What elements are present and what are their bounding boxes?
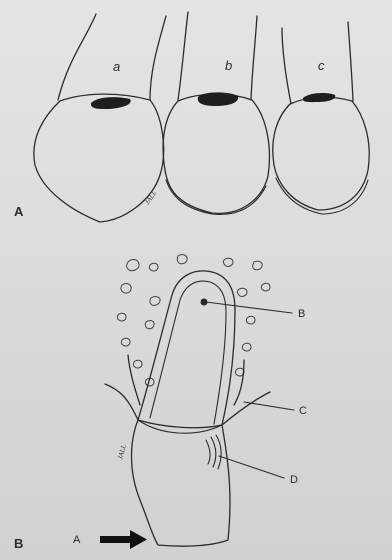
- panel-a: a b c JALL A: [14, 12, 369, 222]
- tooth-a-pulp-mark: [91, 97, 131, 109]
- tooth-a-root-right: [150, 16, 166, 100]
- callout-c-label: C: [299, 405, 307, 417]
- tooth-b-root-right: [251, 16, 257, 100]
- panel-b: B C D JALL A B: [14, 255, 307, 551]
- tooth-root-outline: [138, 271, 235, 425]
- tooth-b-edge: [166, 180, 266, 214]
- panel-b-label: B: [14, 536, 23, 551]
- gingiva-right: [222, 392, 270, 425]
- callout-line-b: [206, 302, 292, 313]
- tooth-b: b: [163, 12, 269, 214]
- arrow-head: [130, 530, 147, 549]
- callout-line-c: [244, 402, 294, 410]
- tooth-c: c: [273, 22, 369, 214]
- pulp-canal-outline: [150, 281, 226, 424]
- striae-lines: [206, 435, 221, 469]
- tooth-b-pulp-mark: [198, 92, 238, 106]
- tooth-c-crown: [273, 97, 369, 210]
- tooth-b-root-left: [178, 12, 188, 100]
- callout-b-label: B: [298, 308, 305, 320]
- tooth-crown-outline: [132, 420, 231, 546]
- tooth-c-root-right: [348, 22, 353, 101]
- panel-a-label: A: [14, 204, 24, 219]
- tooth-a: a: [34, 14, 166, 222]
- artist-signature-b: JALL: [116, 444, 128, 461]
- gingiva-right-inner: [234, 360, 244, 405]
- arrow-label: A: [73, 534, 81, 546]
- gingiva-left: [105, 384, 138, 420]
- callout-d-label: D: [290, 474, 298, 486]
- tooth-a-root-left: [58, 14, 96, 100]
- tooth-b-crown: [163, 94, 269, 213]
- tooth-c-root-left: [282, 28, 291, 104]
- direction-arrow: [100, 530, 147, 549]
- tooth-c-pulp-mark: [303, 93, 335, 102]
- bone-lacunae: [117, 255, 270, 386]
- tooth-b-label: b: [225, 58, 232, 73]
- tooth-c-label: c: [318, 58, 325, 73]
- tooth-a-label: a: [113, 59, 120, 74]
- arrow-shaft: [100, 536, 132, 543]
- artist-signature-a: JALL: [143, 189, 158, 206]
